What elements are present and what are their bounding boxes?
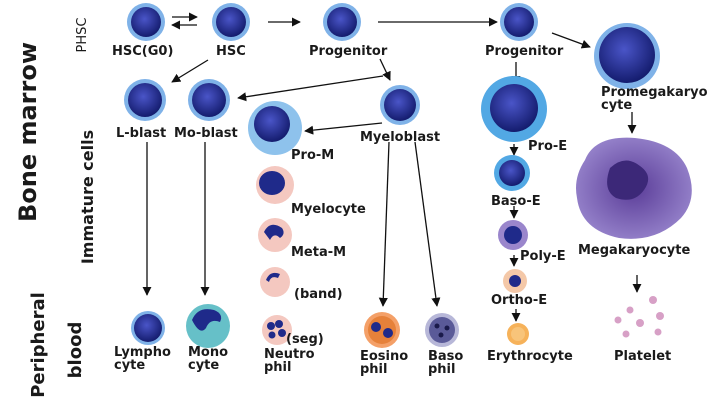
cell-pro-e <box>481 76 547 142</box>
cell-mo-blast <box>188 79 230 121</box>
cell-monocyte <box>186 304 230 348</box>
cell-hsc-g0 <box>127 3 165 41</box>
label-monocyte: Mono cyte <box>188 345 229 373</box>
cell-meta-m <box>258 218 292 252</box>
side-label-phsc: PHSC <box>75 17 90 53</box>
label-mo-blast: Mo-blast <box>174 126 238 141</box>
label-myelocyte: Myelocyte <box>291 202 366 217</box>
label-megakaryocyte: Megakaryocyte <box>578 243 691 258</box>
arrow-progenitor2-to-promega <box>551 32 591 49</box>
cell-progenitor-2 <box>500 3 538 41</box>
label-pro-m: Pro-M <box>291 148 335 163</box>
side-label-bone-marrow: Bone marrow <box>14 41 42 223</box>
cell-lymphocyte <box>131 311 165 345</box>
label-progenitor-2: Progenitor <box>485 44 564 59</box>
label-basophil: Baso phil <box>428 349 464 377</box>
label-progenitor-1: Progenitor <box>309 44 388 59</box>
arrows <box>142 12 642 322</box>
side-label-immature-cells: Immature cells <box>78 129 97 265</box>
label-poly-e: Poly-E <box>520 249 566 264</box>
label-neutrophil: Neutro phil <box>264 347 315 375</box>
cell-hsc <box>212 3 250 41</box>
label-meta-m: Meta-M <box>291 245 347 260</box>
side-label-peripheral: Peripheral <box>28 292 49 398</box>
label-seg: (seg) <box>286 332 324 347</box>
cell-l-blast <box>124 79 166 121</box>
cell-myelocyte <box>256 166 294 204</box>
label-eosinophil: Eosino phil <box>360 349 409 377</box>
cell-myeloblast <box>380 85 420 125</box>
cell-baso-e <box>494 155 530 191</box>
arrow-myeloblast-to-basophil <box>414 141 441 307</box>
arrow-myeloblast-to-eosinophil <box>378 141 390 307</box>
cell-ortho-e <box>503 269 527 293</box>
label-band: (band) <box>294 287 343 302</box>
label-myeloblast: Myeloblast <box>360 130 441 145</box>
label-promegakaryocyte: Promegakaryo cyte <box>601 85 708 113</box>
cell-pro-m <box>248 101 302 155</box>
side-label-blood: blood <box>65 321 86 379</box>
cell-band <box>260 267 290 297</box>
label-platelet: Platelet <box>614 349 672 364</box>
label-baso-e: Baso-E <box>491 194 541 209</box>
cell-neutrophil <box>262 315 292 345</box>
label-ortho-e: Ortho-E <box>491 293 548 308</box>
cell-basophil <box>425 313 459 347</box>
arrow-hsc-to-lblast <box>171 59 209 83</box>
arrow-myeloblast-to-prom <box>304 122 383 135</box>
label-hsc-g0: HSC(G0) <box>112 44 174 59</box>
arrow-progenitor-to-moblast <box>237 75 384 102</box>
label-l-blast: L-blast <box>116 126 167 141</box>
label-erythrocyte: Erythrocyte <box>487 349 573 364</box>
platelets <box>614 296 664 338</box>
cell-megakaryocyte <box>576 137 692 239</box>
arrow-progenitor-to-myeloblast <box>379 58 391 81</box>
cell-progenitor-1 <box>323 3 361 41</box>
label-pro-e: Pro-E <box>528 139 568 154</box>
cell-eosinophil <box>364 312 400 348</box>
label-hsc: HSC <box>216 44 246 59</box>
cell-poly-e <box>498 220 528 250</box>
cell-erythrocyte <box>507 323 529 345</box>
label-lymphocyte: Lympho cyte <box>114 345 171 373</box>
cell-promegakaryocyte <box>594 23 660 89</box>
